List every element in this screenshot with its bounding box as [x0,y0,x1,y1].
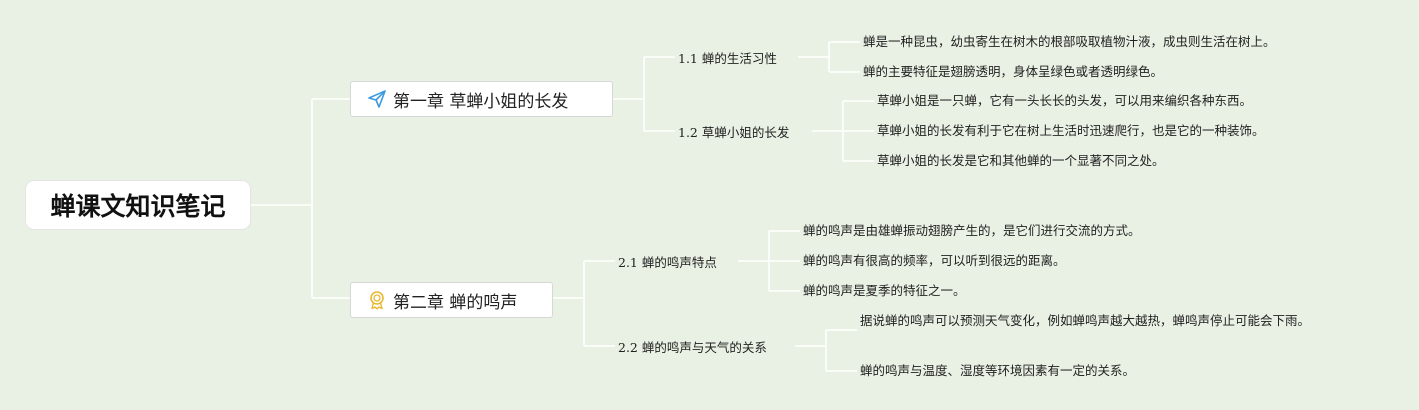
connector-section-2-2 [795,329,857,372]
chapter-node-2[interactable]: 第二章 蝉的鸣声 [350,282,553,318]
connector-chapter-1 [613,56,675,132]
section-node-1-1[interactable]: 1.1 蝉的生活习性 [678,48,777,67]
section-node-2-2[interactable]: 2.2 蝉的鸣声与天气的关系 [618,337,767,356]
leaf-node[interactable]: 蝉的鸣声有很高的频率，可以听到很远的距离。 [803,253,1066,268]
award-ribbon-icon [367,290,387,310]
leaf-node[interactable]: 蝉的鸣声是夏季的特征之一。 [803,283,966,298]
leaf-node[interactable]: 蝉的鸣声与温度、湿度等环境因素有一定的关系。 [860,363,1136,378]
leaf-node[interactable]: 蝉是一种昆虫，幼虫寄生在树木的根部吸取植物汁液，成虫则生活在树上。 [863,34,1276,49]
leaf-node[interactable]: 草蝉小姐是一只蝉，它有一头长长的头发，可以用来编织各种东西。 [877,93,1253,108]
root-title: 蝉课文知识笔记 [50,192,226,221]
chapter-title-2: 第二章 蝉的鸣声 [393,292,518,313]
section-title: 1.2 草蝉小姐的长发 [678,125,790,140]
chapter-title-1: 第一章 草蝉小姐的长发 [393,91,569,112]
connector-section-2-1 [738,230,800,292]
section-title: 1.1 蝉的生活习性 [678,51,777,66]
leaf-node[interactable]: 草蝉小姐的长发是它和其他蝉的一个显著不同之处。 [877,153,1165,168]
chapter-node-1[interactable]: 第一章 草蝉小姐的长发 [350,81,613,117]
connector-chapter-2 [553,260,615,347]
section-title: 2.1 蝉的鸣声特点 [618,255,717,270]
paper-plane-icon [367,89,387,109]
leaf-node[interactable]: 据说蝉的鸣声可以预测天气变化，例如蝉鸣声越大越热，蝉鸣声停止可能会下雨。 [860,313,1311,328]
section-node-1-2[interactable]: 1.2 草蝉小姐的长发 [678,122,789,141]
root-node[interactable]: 蝉课文知识笔记 [26,181,250,229]
leaf-node[interactable]: 蝉的鸣声是由雄蝉振动翅膀产生的，是它们进行交流的方式。 [803,223,1141,238]
leaf-node[interactable]: 草蝉小姐的长发有利于它在树上生活时迅速爬行，也是它的一种装饰。 [877,123,1265,138]
connector-section-1-2 [812,100,874,162]
section-title: 2.2 蝉的鸣声与天气的关系 [618,340,767,355]
leaf-node[interactable]: 蝉的主要特征是翅膀透明，身体呈绿色或者透明绿色。 [863,64,1164,79]
section-node-2-1[interactable]: 2.1 蝉的鸣声特点 [618,252,717,271]
connector-root [250,98,350,299]
connector-section-1-1 [798,41,860,73]
